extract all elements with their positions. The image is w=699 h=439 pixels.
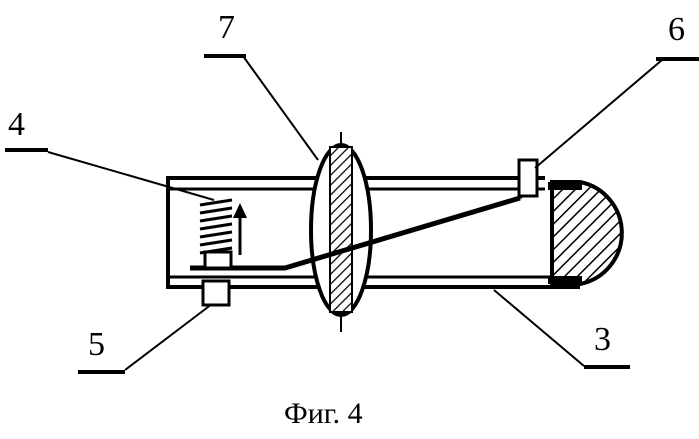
label-6: 6 [668, 11, 685, 48]
contact-6 [519, 160, 537, 196]
label-5: 5 [88, 326, 105, 363]
figure-caption: Фиг. 4 [284, 397, 363, 430]
ring-element-7 [311, 132, 371, 332]
label-3: 3 [594, 321, 611, 358]
label-4: 4 [8, 106, 25, 143]
label-7: 7 [218, 9, 235, 46]
up-arrow-icon [233, 203, 247, 255]
end-cap [548, 182, 622, 284]
spring-4 [200, 200, 232, 253]
